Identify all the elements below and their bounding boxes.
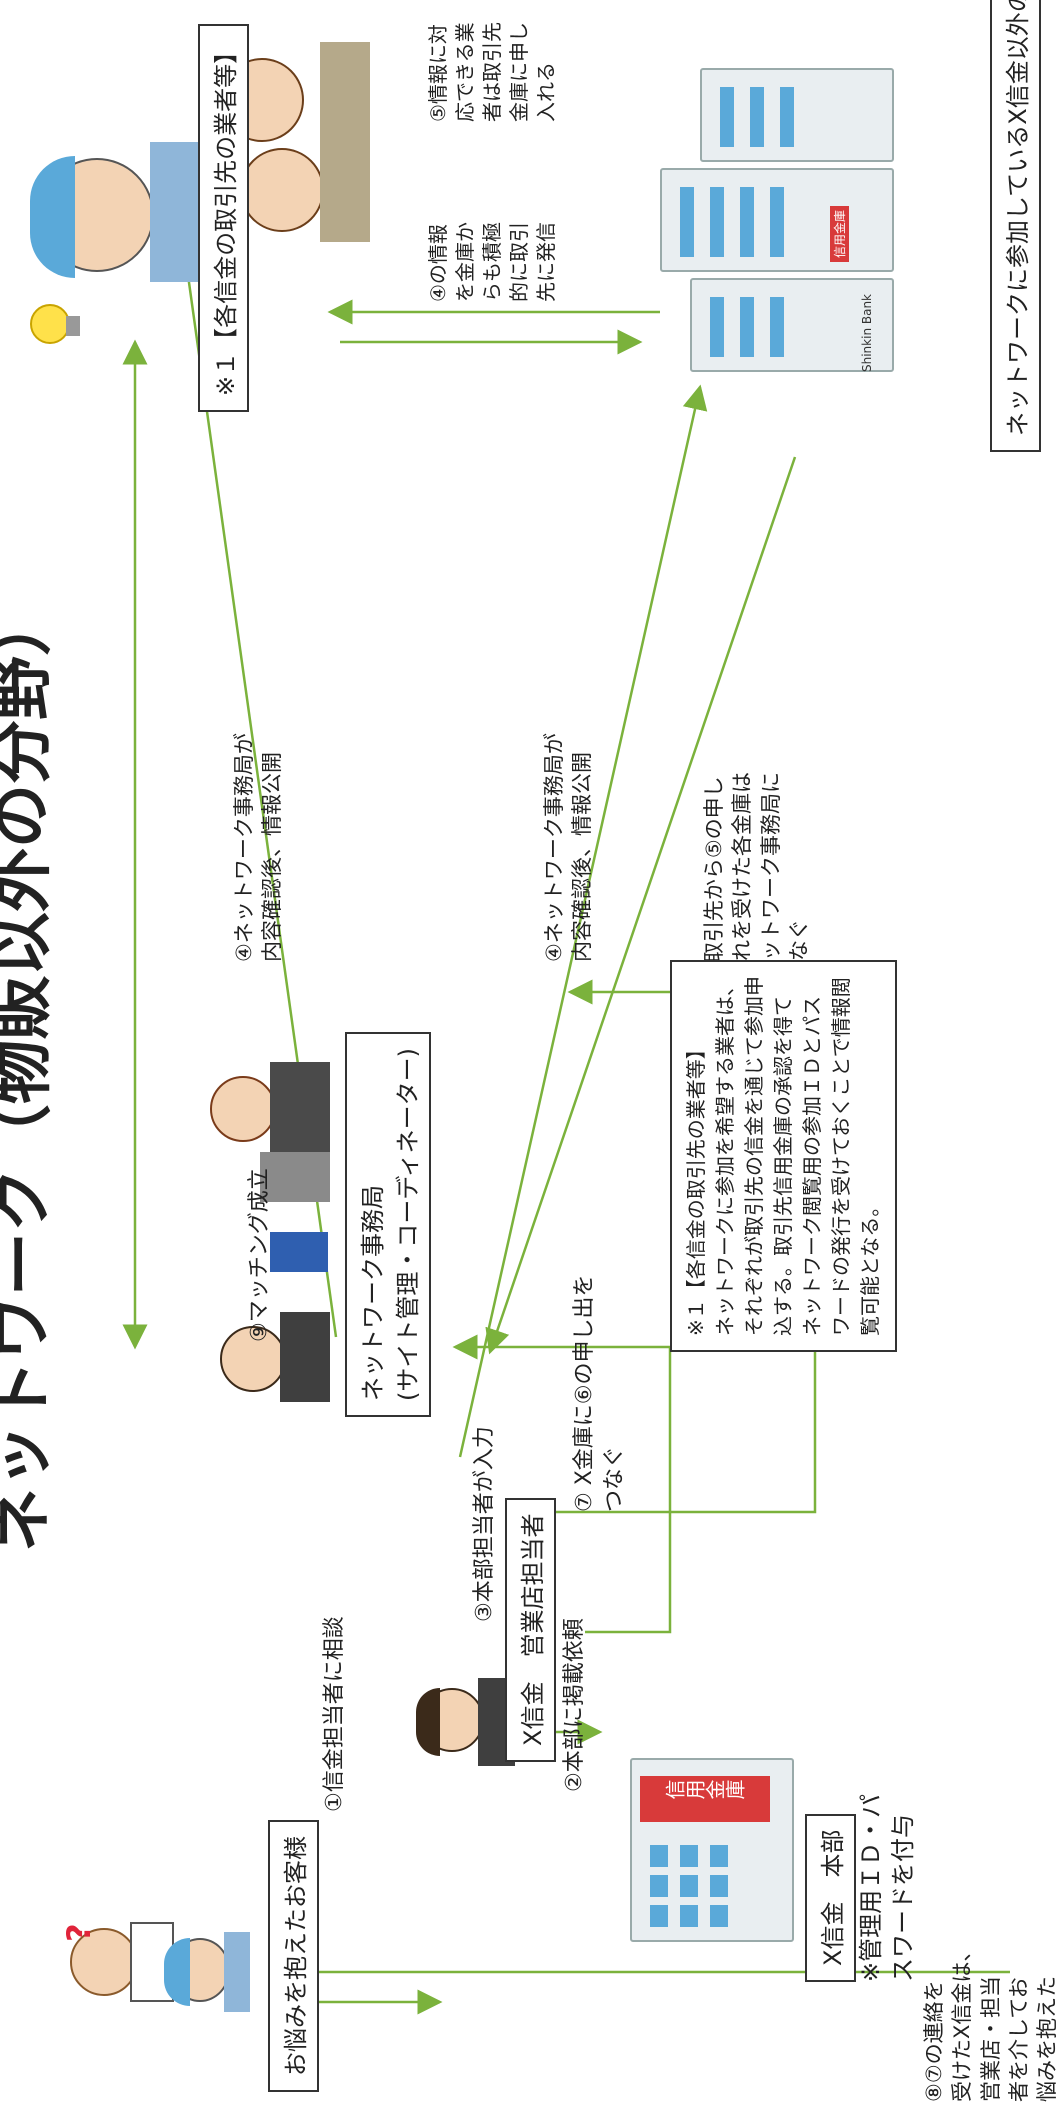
bank-sign-2: Shinkin Bank bbox=[860, 293, 874, 372]
happy-worker-icon bbox=[20, 72, 220, 312]
hq-sign: 信用金庫 bbox=[640, 1776, 770, 1822]
bank-cluster-icon: 信用金庫 Shinkin Bank bbox=[660, 52, 920, 382]
banker-icon bbox=[416, 1652, 515, 1792]
customer-label: お悩みを抱えたお客様 bbox=[268, 1820, 319, 2092]
step1-label: ①信金担当者に相談 bbox=[322, 1616, 347, 1812]
thinking-customer-icon: ? bbox=[60, 1892, 174, 2032]
step9-label: ⑨マッチング成立 bbox=[247, 1168, 272, 1342]
step8-label: ⑧⑦の連絡を 受けたX信金は、 営業店・担当 者を介してお 悩みを抱えた お客様… bbox=[922, 1940, 1056, 2102]
step6-label: ⑥取引先から⑤の申し 入れを受けた各金庫は ネットワーク事務局に つなぐ bbox=[702, 772, 812, 982]
step2-label: ②本部に掲載依頼 bbox=[562, 1618, 587, 1792]
step4-outreach-label: ④の情報 を金庫か らも積極 的に取引 先に発信 bbox=[426, 222, 558, 302]
partners-label: ※１【各信金の取引先の業者等】 bbox=[198, 23, 249, 412]
bank-building-icon: 信用金庫 bbox=[620, 1752, 794, 1982]
step5-label: ⑤情報に対 応できる業 者は取引先 金庫に申し 入れる bbox=[426, 22, 558, 122]
bank-sign-1: 信用金庫 bbox=[830, 205, 849, 262]
arrow-step3 bbox=[452, 1334, 672, 1634]
footnote-box: ※１【各信金の取引先の業者等】 ネットワークに参加を希望する業者は、 それぞれが… bbox=[670, 960, 897, 1352]
arrow-step4-banks bbox=[458, 384, 708, 1458]
hq-note: ※管理用ＩＤ・パ スワードを付与 bbox=[857, 1793, 918, 1982]
arrow-step6 bbox=[485, 456, 797, 1355]
network-office-label: ネットワーク事務局 (サイト管理・コーディネーター) bbox=[345, 1031, 431, 1417]
step4-label-partners: ④ネットワーク事務局が 内容確認後、情報公開 bbox=[232, 733, 285, 962]
worried-worker-icon bbox=[164, 1922, 250, 2032]
step4-label-banks: ④ネットワーク事務局が 内容確認後、情報公開 bbox=[542, 733, 595, 962]
other-banks-label: ネットワークに参加しているX信金以外の金庫 bbox=[990, 0, 1041, 452]
branch-staff-label: X信金 営業店担当者 bbox=[505, 1497, 556, 1762]
step3-label: ③本部担当者が入力 bbox=[472, 1426, 497, 1622]
step7-label: ⑦ X金庫に⑥の申し出を つなぐ bbox=[572, 1274, 627, 1512]
hq-label: X信金 本部 bbox=[805, 1813, 856, 1982]
lightbulb-icon bbox=[30, 302, 90, 352]
